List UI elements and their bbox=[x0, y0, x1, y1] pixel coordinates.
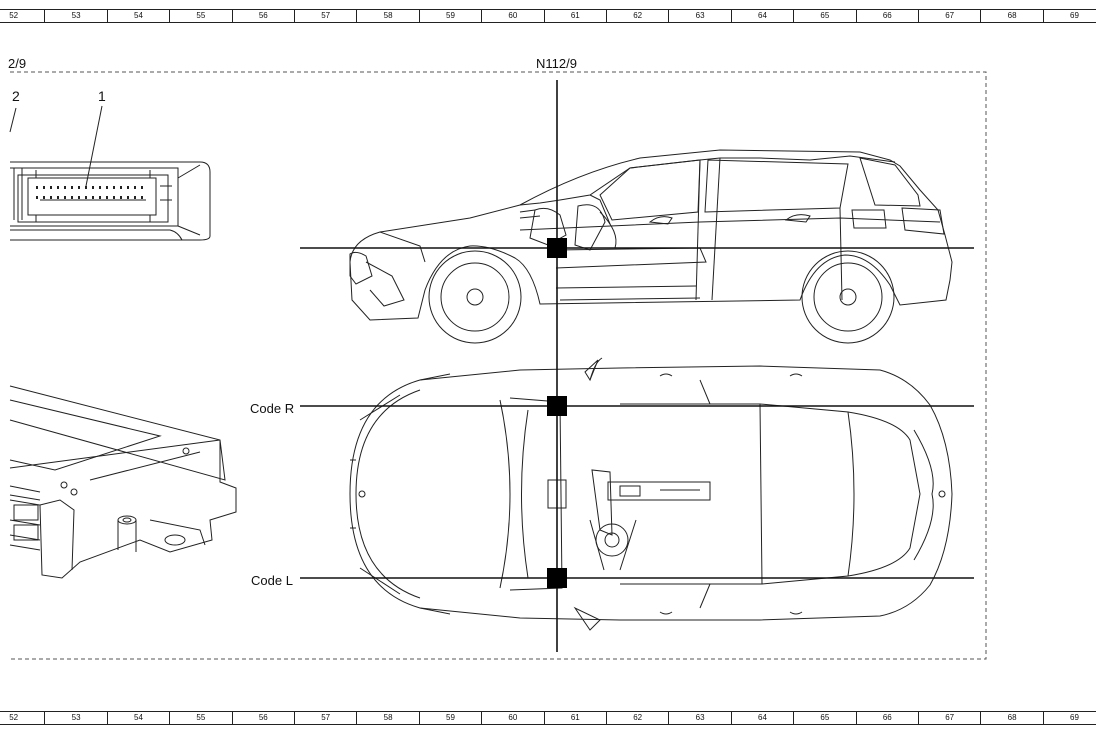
ruler-cell: 55 bbox=[169, 9, 231, 23]
connector-pin bbox=[71, 196, 73, 199]
connector-pin bbox=[134, 196, 136, 199]
connector-pins bbox=[36, 186, 143, 199]
connector-pin bbox=[85, 186, 87, 189]
ruler-cell: 53 bbox=[44, 711, 106, 725]
connector-pin bbox=[141, 186, 143, 189]
reference-lines bbox=[300, 80, 974, 652]
callout-2-label: 2 bbox=[12, 88, 20, 104]
connector-pin bbox=[120, 186, 122, 189]
ruler-cell: 68 bbox=[980, 9, 1042, 23]
location-marker-side-view bbox=[547, 238, 567, 258]
ruler-cell: 63 bbox=[668, 9, 730, 23]
ruler-cell: 57 bbox=[294, 9, 356, 23]
ruler-cell: 60 bbox=[481, 711, 543, 725]
ruler-cell: 57 bbox=[294, 711, 356, 725]
left-part-reference-label: 2/9 bbox=[8, 56, 27, 71]
connector-pin bbox=[134, 186, 136, 189]
ruler-cell: 62 bbox=[606, 9, 668, 23]
connector-pin bbox=[43, 186, 45, 189]
ruler-cell: 58 bbox=[356, 711, 418, 725]
dashed-frame bbox=[10, 71, 987, 660]
ruler-cell: 61 bbox=[543, 711, 606, 725]
connector-pin bbox=[120, 196, 122, 199]
ruler-cell: 67 bbox=[918, 711, 980, 725]
ruler-cell: 56 bbox=[231, 9, 294, 23]
ruler-cell: 67 bbox=[918, 9, 980, 23]
connector-pin bbox=[113, 196, 115, 199]
ruler-cell: 68 bbox=[980, 711, 1042, 725]
ruler-cell: 54 bbox=[106, 9, 169, 23]
car-top-view bbox=[349, 357, 953, 631]
connector-pin bbox=[36, 186, 38, 189]
connector-pin bbox=[57, 196, 59, 199]
ruler-cell: 56 bbox=[231, 711, 294, 725]
ruler-cell: 54 bbox=[106, 711, 169, 725]
ruler-cell: 65 bbox=[793, 9, 855, 23]
ruler-cell: 66 bbox=[855, 711, 918, 725]
connector-pin bbox=[78, 196, 80, 199]
ruler-cell: 59 bbox=[418, 711, 481, 725]
ruler-cell: 64 bbox=[730, 711, 793, 725]
connector-pin bbox=[64, 196, 66, 199]
ruler-cell: 53 bbox=[44, 9, 106, 23]
connector-pin bbox=[92, 186, 94, 189]
connector-pin bbox=[71, 186, 73, 189]
component-label: N112/9 bbox=[536, 56, 577, 71]
ruler-cell: 69 bbox=[1042, 9, 1096, 23]
car-side-view bbox=[349, 149, 953, 344]
connector-pin bbox=[127, 196, 129, 199]
connector-pin bbox=[57, 186, 59, 189]
connector-pin bbox=[141, 196, 143, 199]
ruler-cell: 55 bbox=[169, 711, 231, 725]
ruler-cell: 60 bbox=[481, 9, 543, 23]
connector-pin bbox=[50, 196, 52, 199]
connector-pin bbox=[99, 186, 101, 189]
connector-pin bbox=[106, 196, 108, 199]
code-r-label: Code R bbox=[250, 401, 295, 416]
connector-pin bbox=[50, 186, 52, 189]
connector-pin bbox=[64, 186, 66, 189]
location-markers bbox=[547, 238, 567, 588]
location-marker-code-l bbox=[547, 568, 567, 588]
connector-pin bbox=[36, 196, 38, 199]
ruler-cell: 69 bbox=[1042, 711, 1096, 725]
connector-pin bbox=[99, 196, 101, 199]
ruler-cell: 52 bbox=[0, 9, 44, 23]
connector-pin bbox=[92, 196, 94, 199]
ruler-cell: 62 bbox=[606, 711, 668, 725]
ruler-cell: 59 bbox=[418, 9, 481, 23]
connector-pin bbox=[78, 186, 80, 189]
ruler-cell: 64 bbox=[730, 9, 793, 23]
ruler-cell: 58 bbox=[356, 9, 418, 23]
control-unit-drawing bbox=[9, 385, 237, 579]
ruler-cell: 52 bbox=[0, 711, 44, 725]
ruler-cell: 61 bbox=[543, 9, 606, 23]
connector-pin bbox=[127, 186, 129, 189]
code-l-label: Code L bbox=[251, 573, 293, 588]
connector-drawing bbox=[9, 105, 211, 241]
ruler-cell: 66 bbox=[855, 9, 918, 23]
connector-pin bbox=[85, 196, 87, 199]
connector-pin bbox=[113, 186, 115, 189]
connector-pin bbox=[43, 196, 45, 199]
connector-pin bbox=[106, 186, 108, 189]
ruler-cell: 65 bbox=[793, 711, 855, 725]
callout-1-label: 1 bbox=[98, 88, 106, 104]
ruler-cell: 63 bbox=[668, 711, 730, 725]
location-marker-code-r bbox=[547, 396, 567, 416]
